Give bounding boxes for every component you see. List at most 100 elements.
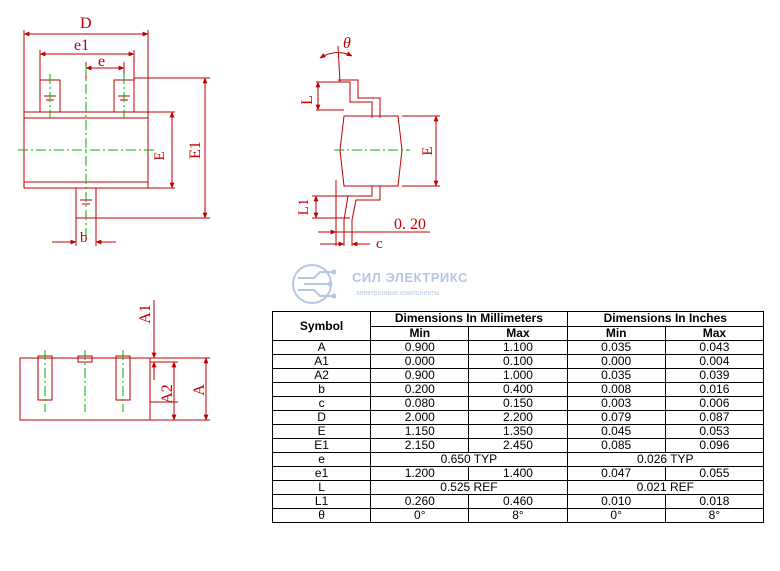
side-view: θ L E L1 0. 20 c <box>296 35 440 252</box>
cell-mm-min: 0.200 <box>370 382 470 397</box>
side-view-body <box>339 115 403 187</box>
cell-mm-max: 0.100 <box>468 354 568 369</box>
dim-label-theta: θ <box>343 35 351 52</box>
table-header-row: Symbol Dimensions In Millimeters Dimensi… <box>271 311 765 341</box>
cell-mm-min: 0.080 <box>370 396 470 411</box>
dim-label-c: c <box>376 236 383 252</box>
dim-label-e: e <box>98 53 105 70</box>
mm-header: Dimensions In Millimeters <box>370 311 568 327</box>
cell-mm-min: 2.000 <box>370 410 470 425</box>
watermark: СИЛ ЭЛЕКТРИКС электронные компоненты <box>290 262 490 306</box>
cell-in-min: 0.003 <box>566 396 666 411</box>
cell-mm-max: 0.400 <box>468 382 568 397</box>
watermark-subtitle: электронные компоненты <box>356 290 440 297</box>
cell-in-min: 0.008 <box>566 382 666 397</box>
cell-in-min: 0.047 <box>566 466 666 481</box>
cell-in-typ: 0.021 REF <box>566 480 765 495</box>
cell-symbol: θ <box>271 508 372 523</box>
cell-in-max: 0.087 <box>664 410 765 425</box>
cell-mm-min: 2.150 <box>370 438 470 453</box>
mm-max-header: Max <box>468 325 568 341</box>
top-view: D e1 e E E1 b <box>18 15 210 246</box>
cell-symbol: c <box>271 396 372 411</box>
dim-label-D: D <box>80 15 92 32</box>
symbol-header: Symbol <box>271 311 372 341</box>
cell-symbol: A2 <box>271 368 372 383</box>
cell-mm-typ: 0.525 REF <box>370 480 568 495</box>
cell-mm-max: 2.450 <box>468 438 568 453</box>
side-view-lead-top <box>338 79 381 118</box>
in-min-header: Min <box>566 325 666 341</box>
cell-mm-max: 1.350 <box>468 424 568 439</box>
cell-in-max: 8° <box>664 508 765 523</box>
cell-mm-min: 0.900 <box>370 368 470 383</box>
dim-label-A1: A1 <box>137 304 154 324</box>
cell-symbol: e <box>271 452 372 467</box>
cell-symbol: A1 <box>271 354 372 369</box>
cell-mm-max: 0.150 <box>468 396 568 411</box>
in-header: Dimensions In Inches <box>566 311 765 327</box>
dim-label-b: b <box>80 230 88 246</box>
side-view-lead-bottom <box>343 186 381 221</box>
cell-in-min: 0.085 <box>566 438 666 453</box>
cell-mm-min: 1.150 <box>370 424 470 439</box>
dim-label-A: A <box>191 384 208 396</box>
cell-mm-min: 0° <box>370 508 470 523</box>
mm-min-header: Min <box>370 325 470 341</box>
cell-in-max: 0.096 <box>664 438 765 453</box>
cell-in-max: 0.016 <box>664 382 765 397</box>
cell-symbol: b <box>271 382 372 397</box>
cell-mm-min: 0.900 <box>370 340 470 355</box>
dim-label-E-side: E <box>420 146 436 155</box>
dim-label-L: L <box>299 95 316 105</box>
dim-label-E1: E1 <box>187 141 204 159</box>
cell-mm-min: 0.260 <box>370 494 470 509</box>
cell-in-max: 0.043 <box>664 340 765 355</box>
dim-label-A2: A2 <box>159 384 176 404</box>
cell-symbol: E <box>271 424 372 439</box>
cell-in-max: 0.039 <box>664 368 765 383</box>
cell-mm-max: 0.460 <box>468 494 568 509</box>
cell-in-max: 0.018 <box>664 494 765 509</box>
cell-mm-min: 1.200 <box>370 466 470 481</box>
cell-symbol: D <box>271 410 372 425</box>
cell-in-min: 0.079 <box>566 410 666 425</box>
cell-in-min: 0.010 <box>566 494 666 509</box>
cell-in-min: 0.045 <box>566 424 666 439</box>
cell-symbol: L1 <box>271 494 372 509</box>
cell-mm-typ: 0.650 TYP <box>370 452 568 467</box>
dim-label-E: E <box>152 151 168 160</box>
cell-symbol: A <box>271 340 372 355</box>
dim-label-L1: L1 <box>296 199 312 216</box>
cell-in-min: 0.000 <box>566 354 666 369</box>
cell-in-min: 0.035 <box>566 368 666 383</box>
cell-in-max: 0.053 <box>664 424 765 439</box>
cell-in-max: 0.006 <box>664 396 765 411</box>
cell-in-typ: 0.026 TYP <box>566 452 765 467</box>
cell-mm-max: 8° <box>468 508 568 523</box>
cell-symbol: e1 <box>271 466 372 481</box>
cell-in-min: 0° <box>566 508 666 523</box>
dim-label-e1: e1 <box>74 37 89 54</box>
cell-mm-max: 1.000 <box>468 368 568 383</box>
dim-label-gauge-plane: 0. 20 <box>394 216 426 233</box>
watermark-title: СИЛ ЭЛЕКТРИКС <box>352 270 468 285</box>
cell-symbol: L <box>271 480 372 495</box>
cell-mm-min: 0.000 <box>370 354 470 369</box>
dimensions-table: Symbol Dimensions In Millimeters Dimensi… <box>271 311 765 523</box>
